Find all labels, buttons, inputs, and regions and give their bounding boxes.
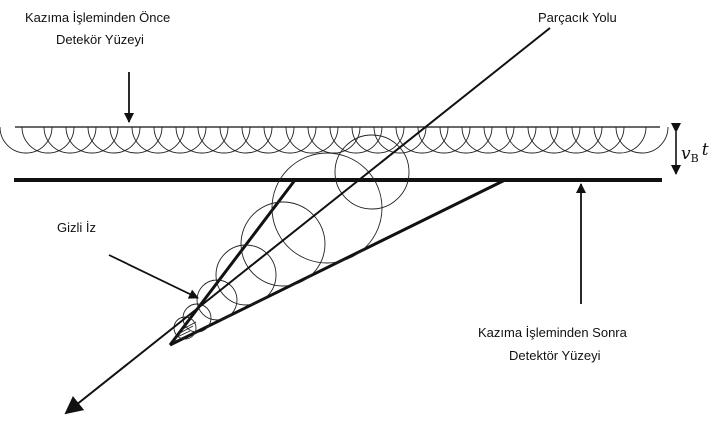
etch-arc xyxy=(593,126,647,154)
label-latent-track: Gizli İz xyxy=(57,220,96,235)
etch-arc xyxy=(373,126,427,154)
etch-arc xyxy=(175,126,229,154)
etch-arcs xyxy=(0,126,669,154)
etch-arc xyxy=(549,126,603,154)
etch-arc xyxy=(527,126,581,154)
cone-circles xyxy=(173,134,410,340)
etch-arc xyxy=(483,126,537,154)
etch-arc xyxy=(109,126,163,154)
etch-arc xyxy=(131,126,185,154)
etch-v-symbol: v xyxy=(681,144,691,164)
etch-arc xyxy=(571,126,625,154)
etch-arc xyxy=(395,126,449,154)
label-particle-path: Parçacık Yolu xyxy=(538,10,617,25)
etch-arc xyxy=(0,126,53,154)
etch-t-symbol: t xyxy=(702,140,709,160)
etch-arc xyxy=(329,126,383,154)
etch-arc xyxy=(87,126,141,154)
etch-b-subscript: B xyxy=(691,152,699,165)
etch-arc xyxy=(351,126,405,154)
etch-arc xyxy=(417,126,471,154)
etch-arc xyxy=(153,126,207,154)
etch-arc xyxy=(285,126,339,154)
particle-path-line xyxy=(64,27,551,415)
etch-arc xyxy=(219,126,273,154)
etch-arc xyxy=(461,126,515,154)
etch-arc xyxy=(65,126,119,154)
etch-arc xyxy=(241,126,295,154)
etch-cone xyxy=(168,178,506,347)
label-after-line1: Kazıma İşleminden Sonra xyxy=(478,325,628,340)
etch-arc xyxy=(615,126,669,154)
etch-arc xyxy=(43,126,97,154)
etch-arc xyxy=(505,126,559,154)
etch-arc xyxy=(263,126,317,154)
label-before-line1: Kazıma İşleminden Önce xyxy=(25,10,170,25)
etch-arc xyxy=(439,126,493,154)
apex-hatching xyxy=(172,321,197,343)
arrow-latent-track xyxy=(108,254,199,299)
etch-arc xyxy=(21,126,75,154)
label-before-line2: Detekör Yüzeyi xyxy=(56,32,144,47)
etch-arc xyxy=(197,126,251,154)
label-after-line2: Detektör Yüzeyi xyxy=(509,348,601,363)
